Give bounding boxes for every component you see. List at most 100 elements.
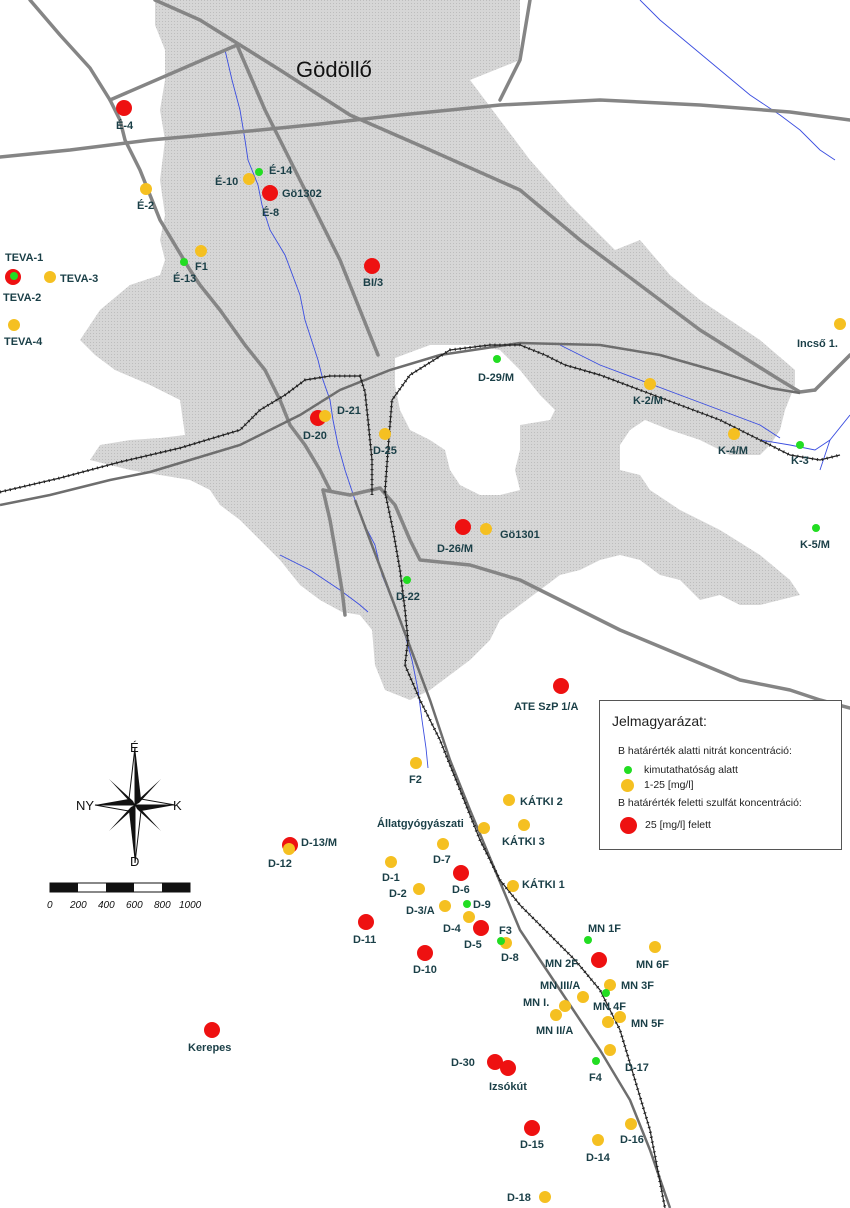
point-teva3[interactable] (44, 271, 56, 283)
point-f1[interactable] (195, 245, 207, 257)
scale-tick-800: 800 (154, 900, 171, 911)
point-mn4f[interactable] (602, 989, 610, 997)
point-d9[interactable] (463, 900, 471, 908)
label-go1302: Gö1302 (282, 188, 322, 200)
point-d6[interactable] (453, 865, 469, 881)
point-d1[interactable] (385, 856, 397, 868)
point-allat[interactable] (478, 822, 490, 834)
point-e2[interactable] (140, 183, 152, 195)
point-d21[interactable] (319, 410, 331, 422)
point-d5[interactable] (473, 920, 489, 936)
legend-range-1-25: 1-25 [mg/l] (644, 779, 694, 791)
point-izsokut[interactable] (500, 1060, 516, 1076)
label-d9: D-9 (473, 899, 491, 911)
point-d2[interactable] (413, 883, 425, 895)
point-e14[interactable] (255, 168, 263, 176)
point-e13[interactable] (180, 258, 188, 266)
label-d3a: D-3/A (406, 905, 435, 917)
point-mn5f[interactable] (614, 1011, 626, 1023)
label-k3: K-3 (791, 455, 809, 467)
label-d18: D-18 (507, 1192, 531, 1204)
point-mn2f[interactable] (591, 952, 607, 968)
label-bi3: BI/3 (363, 277, 383, 289)
legend-nitrate-heading: B határérték alatti nitrát koncentráció: (618, 745, 792, 757)
label-kerepes: Kerepes (188, 1042, 231, 1054)
scale-bar: 0 200 400 600 800 1000 (47, 882, 202, 911)
label-teva3: TEVA-3 (60, 273, 98, 285)
label-mn4f: MN 4F (593, 1001, 626, 1013)
point-teva4[interactable] (8, 319, 20, 331)
point-mn3f[interactable] (604, 979, 616, 991)
point-d29m[interactable] (493, 355, 501, 363)
label-d8: D-8 (501, 952, 519, 964)
label-d1: D-1 (382, 872, 400, 884)
label-d6: D-6 (452, 884, 470, 896)
label-mn6f: MN 6F (636, 959, 669, 971)
point-mni[interactable] (559, 1000, 571, 1012)
scale-tick-200: 200 (69, 900, 87, 911)
point-d7[interactable] (437, 838, 449, 850)
point-katki1[interactable] (507, 880, 519, 892)
point-d16[interactable] (625, 1118, 637, 1130)
label-d20: D-20 (303, 430, 327, 442)
point-d10[interactable] (417, 945, 433, 961)
point-e4[interactable] (116, 100, 132, 116)
point-f2[interactable] (410, 757, 422, 769)
point-f4-o[interactable] (604, 1044, 616, 1056)
label-k4m: K-4/M (718, 445, 748, 457)
scale-tick-600: 600 (126, 900, 143, 911)
point-ate[interactable] (553, 678, 569, 694)
label-d30: D-30 (451, 1057, 475, 1069)
point-k2m[interactable] (644, 378, 656, 390)
point-mn2a[interactable] (550, 1009, 562, 1021)
label-mn5f: MN 5F (631, 1018, 664, 1030)
point-d22[interactable] (403, 576, 411, 584)
point-katki3[interactable] (518, 819, 530, 831)
point-bi3[interactable] (364, 258, 380, 274)
label-mn3a: MN III/A (540, 980, 580, 992)
point-incso1[interactable] (834, 318, 846, 330)
label-d7: D-7 (433, 854, 451, 866)
point-d26m[interactable] (455, 519, 471, 535)
label-katki1: KÁTKI 1 (522, 878, 565, 891)
scale-tick-0: 0 (47, 900, 53, 911)
point-d25[interactable] (379, 428, 391, 440)
point-f3[interactable] (497, 937, 505, 945)
compass-rose-icon (94, 746, 176, 864)
point-mn4f-o[interactable] (602, 1016, 614, 1028)
point-k3[interactable] (796, 441, 804, 449)
label-allat: Állatgyógyászati (377, 817, 464, 830)
scale-tick-1000: 1000 (179, 900, 202, 911)
point-kerepes[interactable] (204, 1022, 220, 1038)
green-dot-icon (624, 766, 632, 774)
point-mn6f[interactable] (649, 941, 661, 953)
point-d4[interactable] (463, 911, 475, 923)
label-katki3: KÁTKI 3 (502, 835, 545, 848)
point-d11[interactable] (358, 914, 374, 930)
label-d5: D-5 (464, 939, 482, 951)
point-d12[interactable] (283, 843, 295, 855)
point-d15[interactable] (524, 1120, 540, 1136)
point-f4[interactable] (592, 1057, 600, 1065)
label-mni: MN I. (523, 997, 549, 1009)
legend-above-25: 25 [mg/l] felett (645, 819, 711, 831)
point-d18[interactable] (539, 1191, 551, 1203)
point-k5m[interactable] (812, 524, 820, 532)
label-e8: É-8 (262, 206, 279, 219)
point-k4m[interactable] (728, 428, 740, 440)
label-e13: É-13 (173, 272, 196, 285)
point-d3a[interactable] (439, 900, 451, 912)
point-go1301[interactable] (480, 523, 492, 535)
point-teva1[interactable] (10, 272, 18, 280)
point-e10[interactable] (243, 173, 255, 185)
label-d29m: D-29/M (478, 372, 514, 384)
label-d21: D-21 (337, 405, 361, 417)
point-e8[interactable] (262, 185, 278, 201)
city-label: Gödöllő (296, 57, 372, 82)
point-mn3a[interactable] (577, 991, 589, 1003)
point-mn1f[interactable] (584, 936, 592, 944)
point-d30[interactable] (487, 1054, 503, 1070)
label-mn2a: MN II/A (536, 1025, 573, 1037)
point-katki2[interactable] (503, 794, 515, 806)
point-d14[interactable] (592, 1134, 604, 1146)
